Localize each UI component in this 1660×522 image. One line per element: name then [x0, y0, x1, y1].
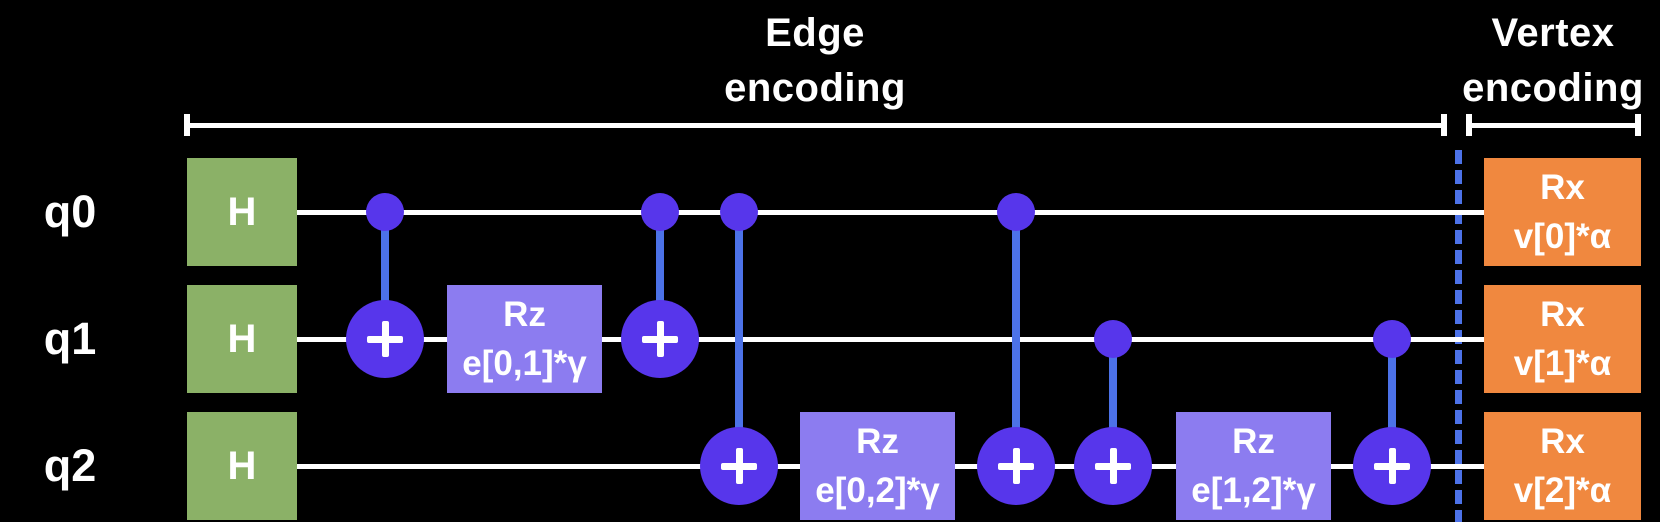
cnot-connector — [381, 212, 389, 339]
edge-encoding-bracket — [187, 123, 1444, 128]
vertex-encoding-line2: encoding — [1462, 66, 1644, 110]
cnot-target — [1074, 427, 1152, 505]
plus-icon — [1013, 448, 1020, 484]
vertex-encoding-bracket — [1469, 123, 1638, 128]
plus-icon — [382, 321, 389, 357]
qubit-wire-q1 — [297, 337, 1484, 342]
hadamard-gate-q0: H — [187, 158, 297, 266]
cnot-control-dot — [641, 193, 679, 231]
qubit-label-q2: q2 — [43, 440, 97, 491]
vertex-encoding-line1: Vertex — [1491, 11, 1615, 55]
vertex-encoding-label: Vertex encoding — [1448, 6, 1658, 116]
vertex-encoding-bracket-cap — [1635, 114, 1641, 136]
rx-gate-q2: Rx v[2]*α — [1484, 412, 1641, 520]
cnot-connector — [656, 212, 664, 339]
rx-gate-q0: Rx v[0]*α — [1484, 158, 1641, 266]
rz-gate-q1: Rz e[0,1]*γ — [447, 285, 602, 393]
cnot-connector — [1388, 339, 1396, 466]
cnot-target — [977, 427, 1055, 505]
edge-encoding-bracket-cap — [1441, 114, 1447, 136]
vertex-encoding-bracket-cap — [1466, 114, 1472, 136]
cnot-control-dot — [1094, 320, 1132, 358]
plus-icon — [1110, 448, 1117, 484]
edge-encoding-line1: Edge — [765, 11, 865, 55]
edge-encoding-line2: encoding — [724, 66, 906, 110]
cnot-target — [346, 300, 424, 378]
qubit-label-q0: q0 — [43, 186, 97, 237]
plus-icon — [657, 321, 664, 357]
qubit-label-q1: q1 — [43, 313, 97, 364]
edge-vertex-separator — [1455, 150, 1462, 522]
rz-gate-q2: Rz e[1,2]*γ — [1176, 412, 1331, 520]
edge-encoding-label: Edge encoding — [186, 6, 1444, 116]
edge-encoding-bracket-cap — [184, 114, 190, 136]
cnot-target — [1353, 427, 1431, 505]
cnot-control-dot — [997, 193, 1035, 231]
cnot-control-dot — [366, 193, 404, 231]
cnot-connector — [1109, 339, 1117, 466]
plus-icon — [736, 448, 743, 484]
cnot-control-dot — [1373, 320, 1411, 358]
rx-gate-q1: Rx v[1]*α — [1484, 285, 1641, 393]
cnot-connector — [1012, 212, 1020, 466]
cnot-target — [621, 300, 699, 378]
qubit-wire-q0 — [297, 210, 1484, 215]
cnot-target — [700, 427, 778, 505]
cnot-connector — [735, 212, 743, 466]
hadamard-gate-q2: H — [187, 412, 297, 520]
cnot-control-dot — [720, 193, 758, 231]
plus-icon — [1389, 448, 1396, 484]
rz-gate-q2: Rz e[0,2]*γ — [800, 412, 955, 520]
hadamard-gate-q1: H — [187, 285, 297, 393]
